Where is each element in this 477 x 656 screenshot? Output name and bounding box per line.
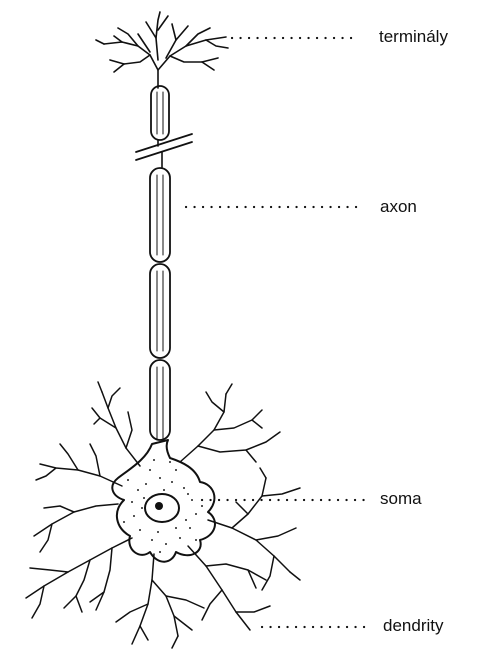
label-axon: axon (380, 197, 417, 217)
label-soma: soma (380, 489, 422, 509)
soma (112, 440, 215, 562)
label-dendrites: dendrity (383, 616, 443, 636)
label-terminals: terminály (379, 27, 448, 47)
nucleolus (155, 502, 163, 510)
axon (136, 86, 192, 440)
axon-terminals (96, 12, 228, 88)
